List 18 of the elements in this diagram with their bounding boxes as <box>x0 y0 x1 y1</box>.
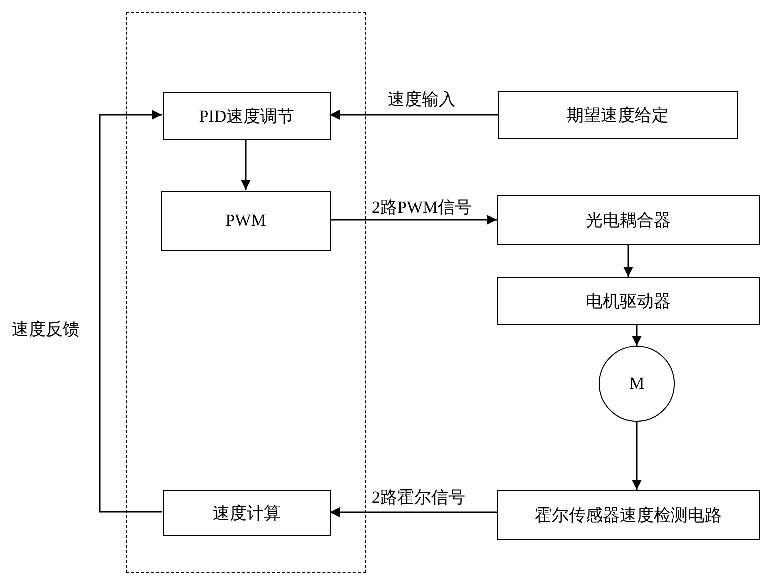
process-box: 电机驱动器 <box>497 277 760 325</box>
process-box: 速度计算 <box>163 490 331 536</box>
process-box: 霍尔传感器速度检测电路 <box>497 490 760 540</box>
process-box: 期望速度给定 <box>498 91 738 139</box>
arrow <box>632 325 642 346</box>
process-box: PWM <box>161 191 331 251</box>
arrow <box>330 110 498 120</box>
arrow <box>624 245 634 277</box>
process-box: PID速度调节 <box>163 92 331 140</box>
dashed-boundary-box <box>126 12 366 573</box>
arrow <box>632 422 642 490</box>
arrow <box>99 110 162 513</box>
arrow <box>330 215 497 225</box>
arrow <box>241 139 251 190</box>
process-box: 光电耦合器 <box>497 195 760 245</box>
edge-label: 速度输入 <box>386 88 458 111</box>
arrow <box>330 508 497 518</box>
motor-circle: M <box>599 346 675 422</box>
